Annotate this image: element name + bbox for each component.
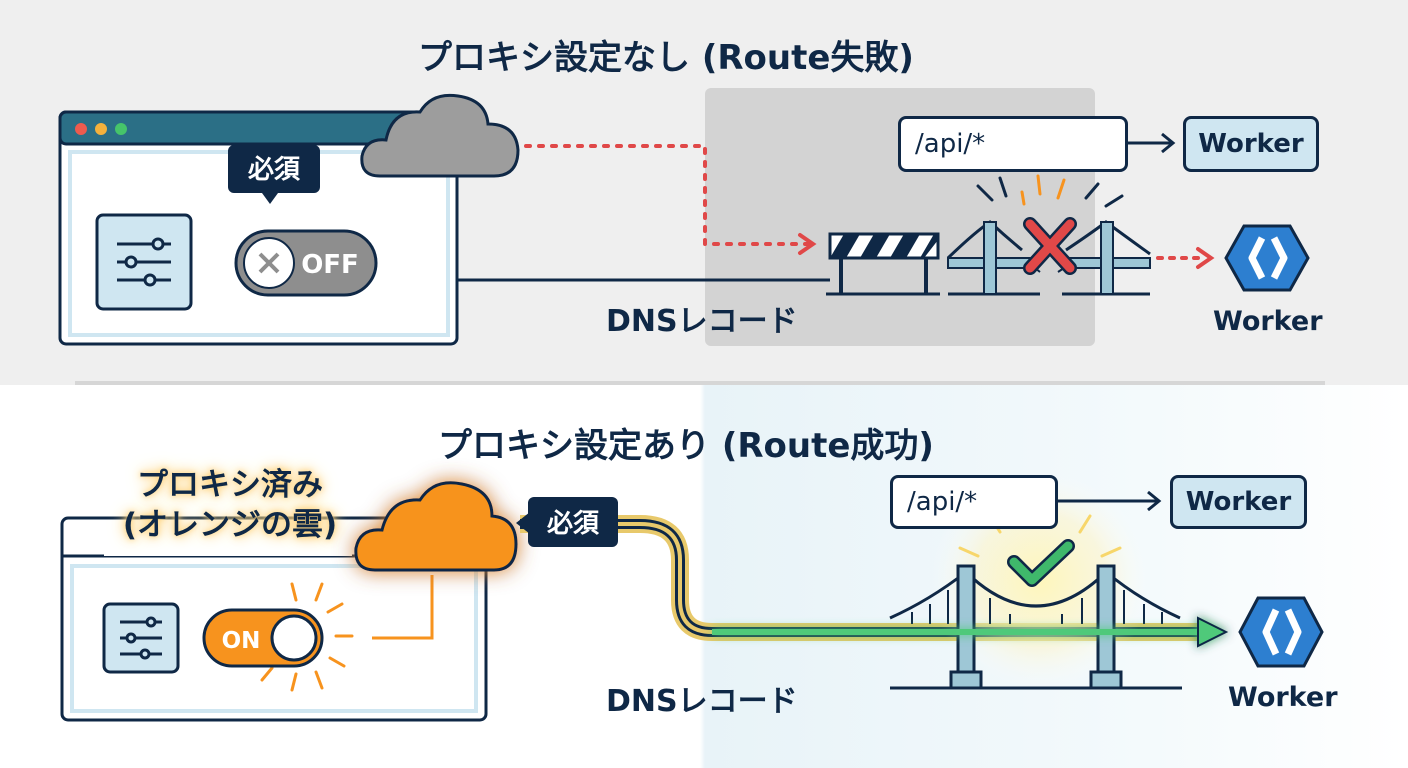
bottom-section-title: プロキシ設定あり (Route成功) (438, 426, 934, 466)
section-divider (75, 381, 1325, 385)
route-pattern-bottom: /api/* (890, 475, 1058, 529)
required-badge-top-text: 必須 (248, 155, 301, 185)
gray-cloud-icon (360, 93, 520, 178)
required-badge-bottom: 必須 (516, 497, 618, 547)
failed-route-path (524, 144, 810, 246)
top-section-title: プロキシ設定なし (Route失敗) (418, 38, 914, 78)
suspension-bridge-icon (889, 564, 1182, 690)
orange-cloud-icon (354, 481, 518, 572)
proxy-toggle-on[interactable]: ON (202, 608, 324, 668)
route-pattern-top: /api/* (898, 116, 1128, 172)
sliders-icon (95, 213, 193, 311)
worker-box-top: Worker (1183, 116, 1319, 172)
required-badge-bottom-text: 必須 (547, 509, 600, 539)
label-backdrop (104, 520, 352, 556)
window-maximize-dot (115, 123, 127, 135)
worker-logo-icon-bottom (1238, 596, 1324, 668)
dns-record-label-top: DNSレコード (606, 304, 798, 339)
required-badge-top: 必須 (228, 145, 320, 204)
window-close-dot (75, 123, 87, 135)
toggle-on-label: ON (222, 628, 261, 654)
proxy-toggle-off[interactable]: OFF (234, 229, 378, 297)
worker-label-bottom: Worker (1228, 682, 1338, 713)
failure-x-icon (1023, 217, 1077, 275)
sliders-icon-bottom (102, 602, 180, 674)
dns-record-label-bottom: DNSレコード (606, 684, 798, 719)
proxied-label-line1: プロキシ済み (137, 467, 323, 503)
worker-label-top: Worker (1213, 306, 1323, 337)
toggle-off-label: OFF (301, 250, 359, 280)
toggle-rays (260, 582, 354, 692)
window-minimize-dot (95, 123, 107, 135)
road-barrier-icon (826, 232, 940, 296)
success-route-arrow (712, 616, 1229, 648)
proxied-label-line2: (オレンジの雲) (122, 507, 338, 543)
worker-box-bottom: Worker (1170, 475, 1307, 529)
failure-sparks (976, 174, 1124, 208)
worker-logo-icon-top (1224, 224, 1310, 292)
toggle-cloud-connector (372, 575, 434, 640)
